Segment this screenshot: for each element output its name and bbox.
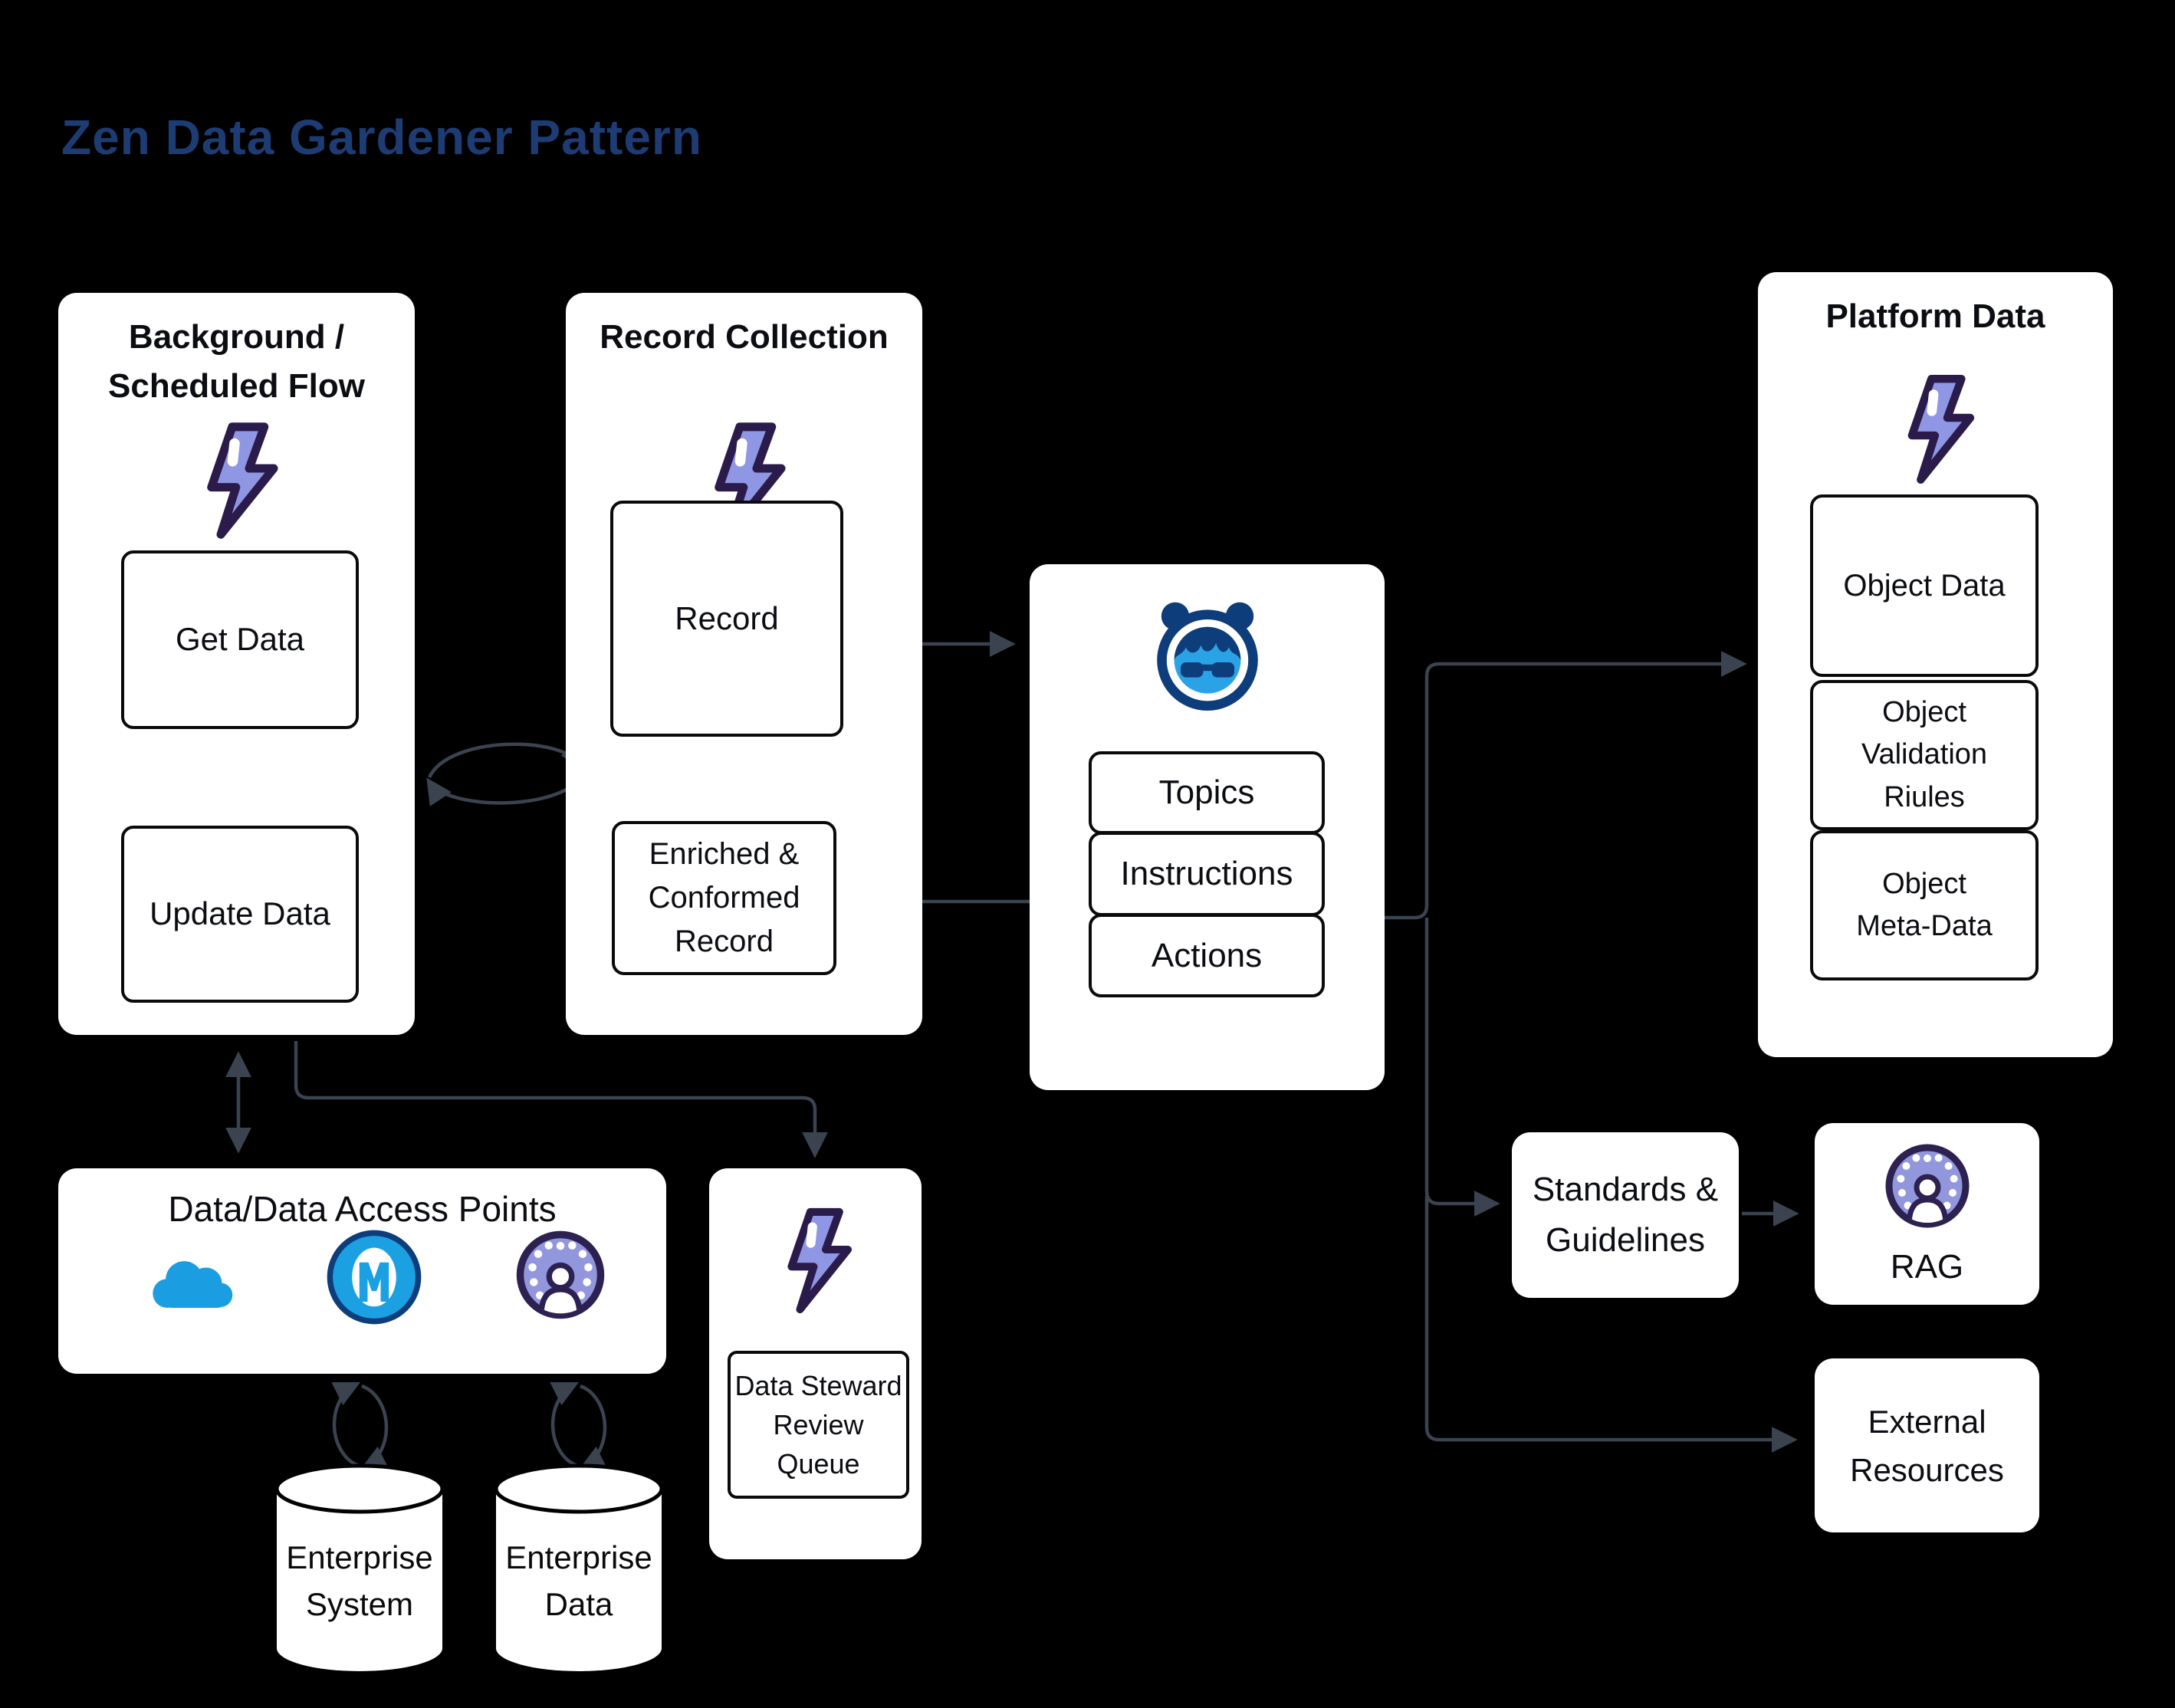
record-node: Record xyxy=(610,501,843,737)
object-validation-node: Object Validation Riules xyxy=(1810,680,2039,830)
enriched-record-node: Enriched & Conformed Record xyxy=(612,821,836,975)
arrow-flow-to-steward xyxy=(294,1041,828,1158)
steward-queue-label: Data Steward Review Queue xyxy=(734,1369,902,1480)
topics-node: Topics xyxy=(1089,751,1325,834)
database-cylinder-icon xyxy=(274,1463,445,1671)
panel-record-collection: Record Collection Record Enriched & Conf… xyxy=(566,293,922,1035)
background-flow-title: Background / Scheduled Flow xyxy=(108,318,365,405)
object-metadata-label: Object Meta-Data xyxy=(1856,867,1993,942)
box-rag: RAG xyxy=(1815,1123,2039,1305)
cylinder-enterprise-system: Enterprise System xyxy=(274,1461,445,1676)
actions-node: Actions xyxy=(1089,914,1325,997)
panel-agent: Topics Instructions Actions xyxy=(1030,564,1385,1090)
panel-platform-data: Platform Data Object Data Object Validat… xyxy=(1758,272,2113,1057)
enterprise-data-label: Enterprise Data xyxy=(505,1539,652,1622)
box-standards-guidelines: Standards & Guidelines xyxy=(1512,1132,1739,1298)
record-collection-title: Record Collection xyxy=(600,318,889,356)
get-data-node: Get Data xyxy=(121,550,359,729)
object-data-node: Object Data xyxy=(1810,494,2039,677)
rag-label: RAG xyxy=(1815,1243,2039,1292)
lightning-bolt-icon xyxy=(1907,375,1975,484)
object-data-label: Object Data xyxy=(1843,569,2006,603)
page-title: Zen Data Gardener Pattern xyxy=(61,110,702,165)
update-data-node: Update Data xyxy=(121,826,359,1003)
instructions-label: Instructions xyxy=(1120,855,1293,893)
get-data-label: Get Data xyxy=(175,621,305,658)
mulesoft-icon xyxy=(327,1230,422,1325)
box-external-resources: External Resources xyxy=(1815,1358,2039,1532)
lightning-bolt-icon xyxy=(787,1207,853,1314)
standards-guidelines-label: Standards & Guidelines xyxy=(1532,1171,1719,1259)
enterprise-system-label: Enterprise System xyxy=(286,1539,433,1622)
record-label: Record xyxy=(675,599,779,636)
object-metadata-node: Object Meta-Data xyxy=(1810,830,2039,980)
salesforce-cloud-icon xyxy=(153,1261,233,1308)
agent-ring-user-icon xyxy=(516,1230,605,1319)
rag-label-text: RAG xyxy=(1890,1248,1964,1286)
cyl1-cycle-down xyxy=(360,1384,389,1470)
enriched-record-label: Enriched & Conformed Record xyxy=(648,837,800,958)
access-points-title: Data/Data Access Points xyxy=(168,1189,557,1229)
cyl2-cycle-up xyxy=(550,1381,580,1468)
platform-data-title: Platform Data xyxy=(1825,297,2045,335)
agentforce-robot-icon xyxy=(1157,602,1258,711)
topics-label: Topics xyxy=(1158,774,1255,812)
cyl1-cycle-up xyxy=(331,1381,361,1468)
panel-background-flow: Background / Scheduled Flow Get Data Upd… xyxy=(58,293,415,1035)
lightning-bolt-icon xyxy=(207,422,278,539)
update-data-label: Update Data xyxy=(149,895,330,932)
arrow-actions-to-standards xyxy=(1424,918,1500,1217)
cycle-bottom-arc xyxy=(426,773,584,806)
agent-ring-user-icon xyxy=(1885,1144,1970,1228)
cyl2-cycle-down xyxy=(578,1384,608,1470)
instructions-node: Instructions xyxy=(1089,832,1325,916)
cylinder-enterprise-data: Enterprise Data xyxy=(493,1461,665,1676)
steward-queue-node: Data Steward Review Queue xyxy=(728,1351,909,1499)
actions-label: Actions xyxy=(1151,936,1263,974)
panel-data-steward: Data Steward Review Queue xyxy=(709,1168,922,1559)
object-validation-label: Object Validation Riules xyxy=(1861,696,1988,813)
cycle-top-arc xyxy=(427,742,586,779)
database-cylinder-icon xyxy=(494,1463,664,1671)
external-resources-label: External Resources xyxy=(1850,1403,2004,1488)
panel-access-points: Data/Data Access Points xyxy=(58,1168,666,1374)
